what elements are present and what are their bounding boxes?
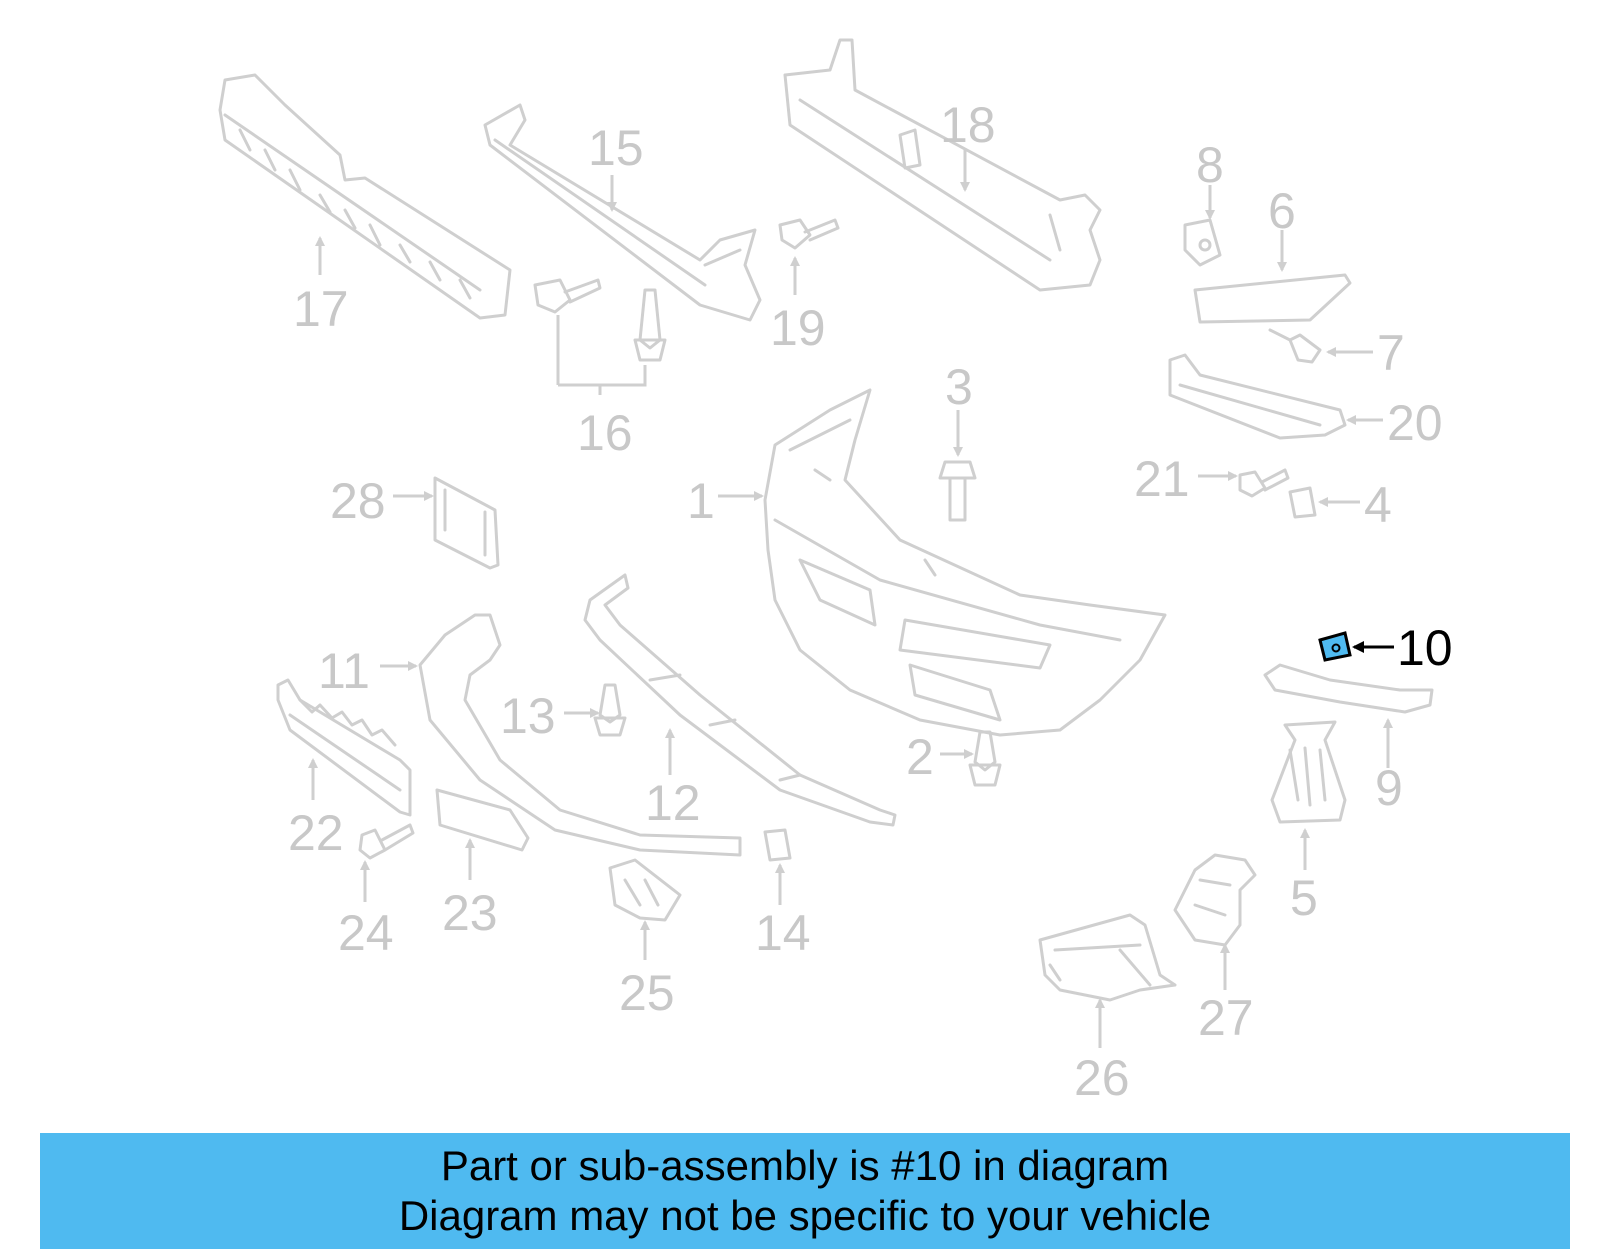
callout-19[interactable]: 19 (770, 300, 826, 356)
part-9-molding: 9 (1263, 663, 1434, 816)
part-24-screw: 24 (338, 823, 415, 961)
callout-28[interactable]: 28 (330, 473, 386, 529)
callout-12[interactable]: 12 (645, 775, 701, 831)
part-3-push-pin: 3 (938, 359, 977, 522)
part-12-lower-lip: 12 (583, 573, 897, 831)
part-4-clip: 4 (1288, 477, 1392, 533)
callout-16[interactable]: 16 (577, 405, 633, 461)
part-13-screw: 13 (500, 683, 627, 744)
part-17-energy-absorber: 17 (218, 73, 512, 337)
part-16-screws: 16 (533, 278, 667, 461)
part-19-bolt: 19 (770, 218, 840, 356)
part-7-screw: 7 (1268, 325, 1405, 381)
part-28-plate-bracket: 28 (330, 473, 500, 570)
callout-6[interactable]: 6 (1268, 183, 1296, 239)
part-2-screw: 2 (906, 729, 1002, 787)
part-1-bumper-cover: 1 (687, 388, 1167, 737)
part-15-bracket: 15 (483, 103, 762, 322)
part-20-bracket: 20 (1168, 353, 1443, 451)
callout-17[interactable]: 17 (293, 281, 349, 337)
part-10-clip-highlighted[interactable]: 10 (1318, 620, 1453, 676)
callout-1[interactable]: 1 (687, 473, 715, 529)
part-26-bracket: 26 (1038, 913, 1177, 1100)
callout-11[interactable]: 11 (318, 643, 370, 699)
banner-line-2: Diagram may not be specific to your vehi… (398, 1192, 1212, 1239)
callout-3[interactable]: 3 (945, 359, 973, 415)
part-22-grille: 22 (276, 678, 412, 861)
callout-24[interactable]: 24 (338, 905, 394, 961)
part-21-screw: 21 (1134, 451, 1290, 507)
part-11-molding: 11 (318, 613, 742, 857)
part-8-clip: 8 (1183, 137, 1224, 267)
info-banner: Part or sub-assembly is #10 in diagram D… (40, 1133, 1570, 1249)
callout-13[interactable]: 13 (500, 688, 556, 744)
callout-26[interactable]: 26 (1074, 1050, 1130, 1100)
part-18-reinforcement: 18 (783, 38, 1102, 292)
callout-8[interactable]: 8 (1196, 137, 1224, 193)
callout-23[interactable]: 23 (442, 885, 498, 941)
callout-18[interactable]: 18 (940, 97, 996, 153)
callout-20[interactable]: 20 (1387, 395, 1443, 451)
callout-7[interactable]: 7 (1377, 325, 1405, 381)
part-23-cover: 23 (435, 788, 530, 941)
part-5-bag: 5 (1270, 720, 1347, 926)
callout-27[interactable]: 27 (1198, 990, 1254, 1046)
callout-5[interactable]: 5 (1290, 870, 1318, 926)
part-14-clip: 14 (755, 828, 811, 961)
callout-10[interactable]: 10 (1397, 620, 1453, 676)
part-27-duct: 27 (1173, 853, 1257, 1046)
parts-diagram: 17 15 18 19 16 8 6 (218, 38, 1453, 1100)
callout-14[interactable]: 14 (755, 905, 811, 961)
callout-22[interactable]: 22 (288, 805, 344, 861)
callout-4[interactable]: 4 (1364, 477, 1392, 533)
banner-line-1: Part or sub-assembly is #10 in diagram (440, 1142, 1170, 1189)
callout-25[interactable]: 25 (619, 965, 675, 1021)
callout-9[interactable]: 9 (1375, 760, 1403, 816)
part-25-bracket: 25 (608, 858, 682, 1021)
callout-2[interactable]: 2 (906, 729, 934, 785)
part-6-bracket: 6 (1193, 183, 1352, 324)
callout-21[interactable]: 21 (1134, 451, 1190, 507)
callout-15[interactable]: 15 (588, 120, 644, 176)
